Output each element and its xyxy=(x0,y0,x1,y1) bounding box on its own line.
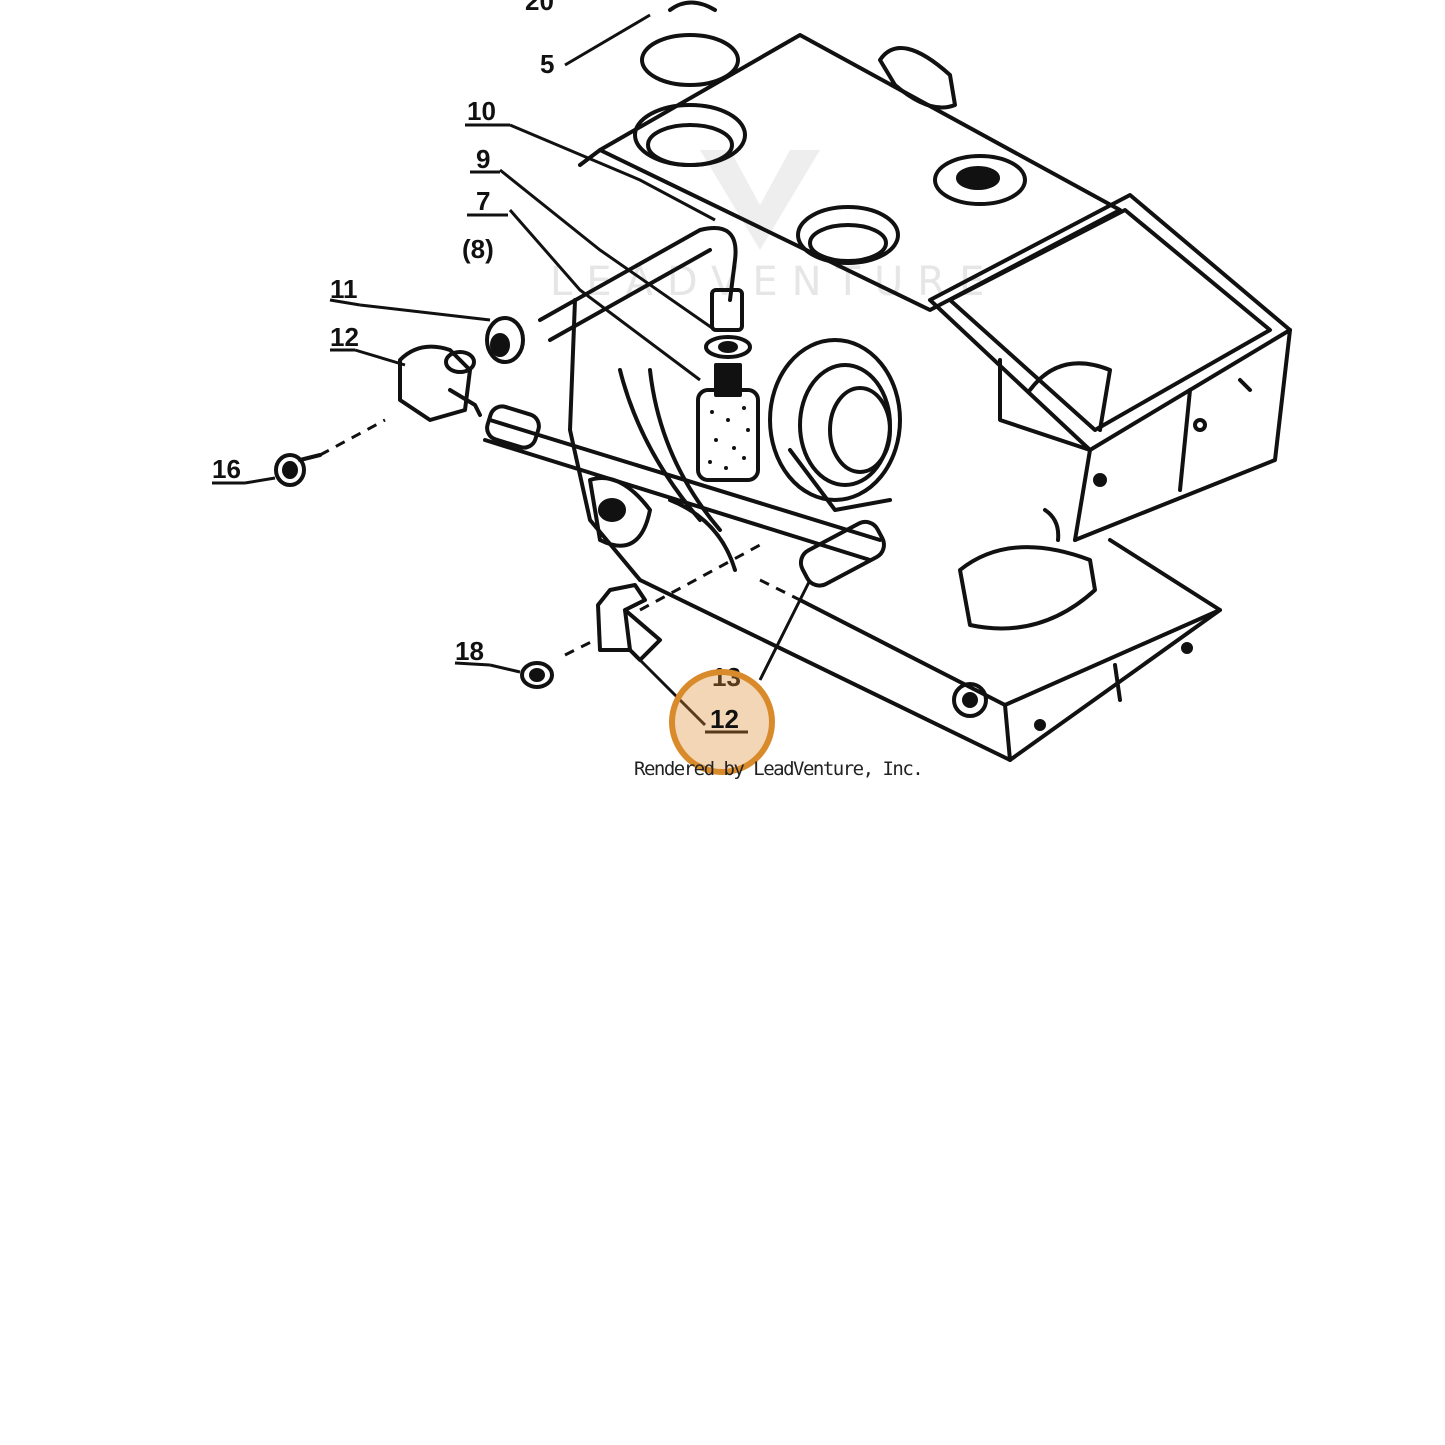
render-credit: Rendered by LeadVenture, Inc. xyxy=(634,758,924,780)
callout-12-upper[interactable]: 12 xyxy=(330,322,359,352)
callout-7[interactable]: 7 xyxy=(476,186,490,216)
highlight-ring xyxy=(669,669,775,775)
watermark-logo-icon xyxy=(700,150,820,250)
callout-9[interactable]: 9 xyxy=(476,144,490,174)
assembly-lines xyxy=(319,418,801,657)
callout-20[interactable]: 20 xyxy=(525,0,554,16)
transmission-housing xyxy=(274,0,1292,762)
callout-12-highlighted[interactable]: 12 xyxy=(710,704,739,734)
callout-labels: 20 5 10 9 7 (8) 11 12 16 18 13 xyxy=(212,0,741,692)
callout-leaders xyxy=(212,13,812,734)
callout-18[interactable]: 18 xyxy=(455,636,484,666)
callout-5[interactable]: 5 xyxy=(540,49,554,79)
callout-8[interactable]: (8) xyxy=(462,234,494,264)
callout-11[interactable]: 11 xyxy=(330,274,358,304)
callout-10[interactable]: 10 xyxy=(467,96,496,126)
callout-16[interactable]: 16 xyxy=(212,454,241,484)
highlighted-callout[interactable]: 12 xyxy=(669,669,775,775)
watermark: LEADVENTURE xyxy=(550,150,984,305)
